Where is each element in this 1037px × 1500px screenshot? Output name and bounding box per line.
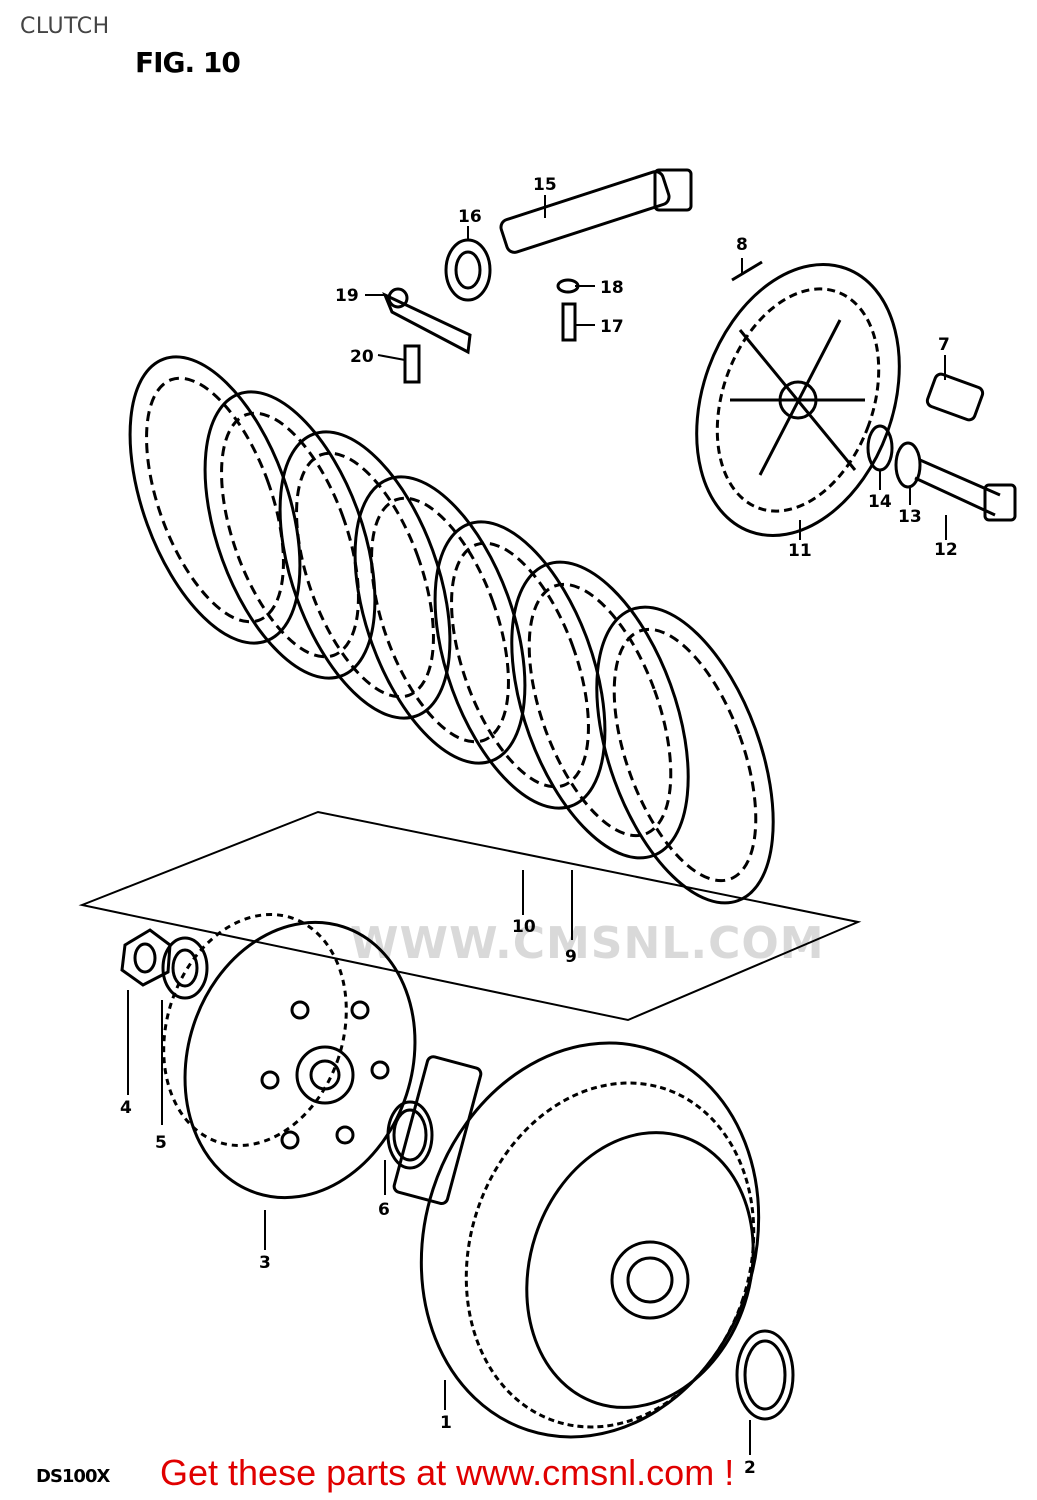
callout-20: 20	[350, 347, 374, 367]
callout-9: 9	[565, 947, 577, 967]
callout-11: 11	[788, 541, 812, 561]
sleeve-hub	[162, 913, 417, 1200]
promo-link[interactable]: Get these parts at www.cmsnl.com !	[160, 1452, 735, 1493]
callout-13: 13	[898, 507, 922, 527]
callout-2: 2	[744, 1458, 756, 1478]
release-shaft-group	[382, 168, 693, 384]
callout-16: 16	[458, 207, 482, 227]
figure-label: FIG. 10	[135, 46, 241, 79]
callout-10: 10	[512, 917, 536, 937]
thrust-washer	[735, 1329, 795, 1421]
callout-3: 3	[259, 1253, 271, 1273]
callout-17: 17	[600, 317, 624, 337]
callout-5: 5	[155, 1133, 167, 1153]
watermark: WWW.CMSNL.COM	[350, 918, 825, 969]
hub-fasteners	[120, 928, 434, 1170]
callout-8: 8	[736, 235, 748, 255]
callout-7: 7	[938, 335, 950, 355]
pin-8	[731, 260, 763, 282]
release-assembly	[866, 372, 1017, 522]
leader-lines	[127, 195, 947, 1455]
callout-19: 19	[335, 286, 359, 306]
callout-12: 12	[934, 540, 958, 560]
model-label: DS100X	[36, 1466, 110, 1487]
exploded-plane	[78, 810, 862, 1022]
callout-18: 18	[600, 278, 624, 298]
callout-6: 6	[378, 1200, 390, 1220]
page-title: CLUTCH	[20, 14, 110, 39]
pressure-plate	[695, 262, 901, 538]
callout-14: 14	[868, 492, 892, 512]
callout-1: 1	[440, 1413, 452, 1433]
clutch-housing	[392, 1041, 761, 1439]
clutch-plate-stack	[128, 355, 775, 905]
callout-4: 4	[120, 1098, 132, 1118]
callout-15: 15	[533, 175, 557, 195]
callout-labels: 1 2 3 4 5 6 7 8 9 10 11 12 13 14 15 16 1…	[120, 175, 958, 1478]
